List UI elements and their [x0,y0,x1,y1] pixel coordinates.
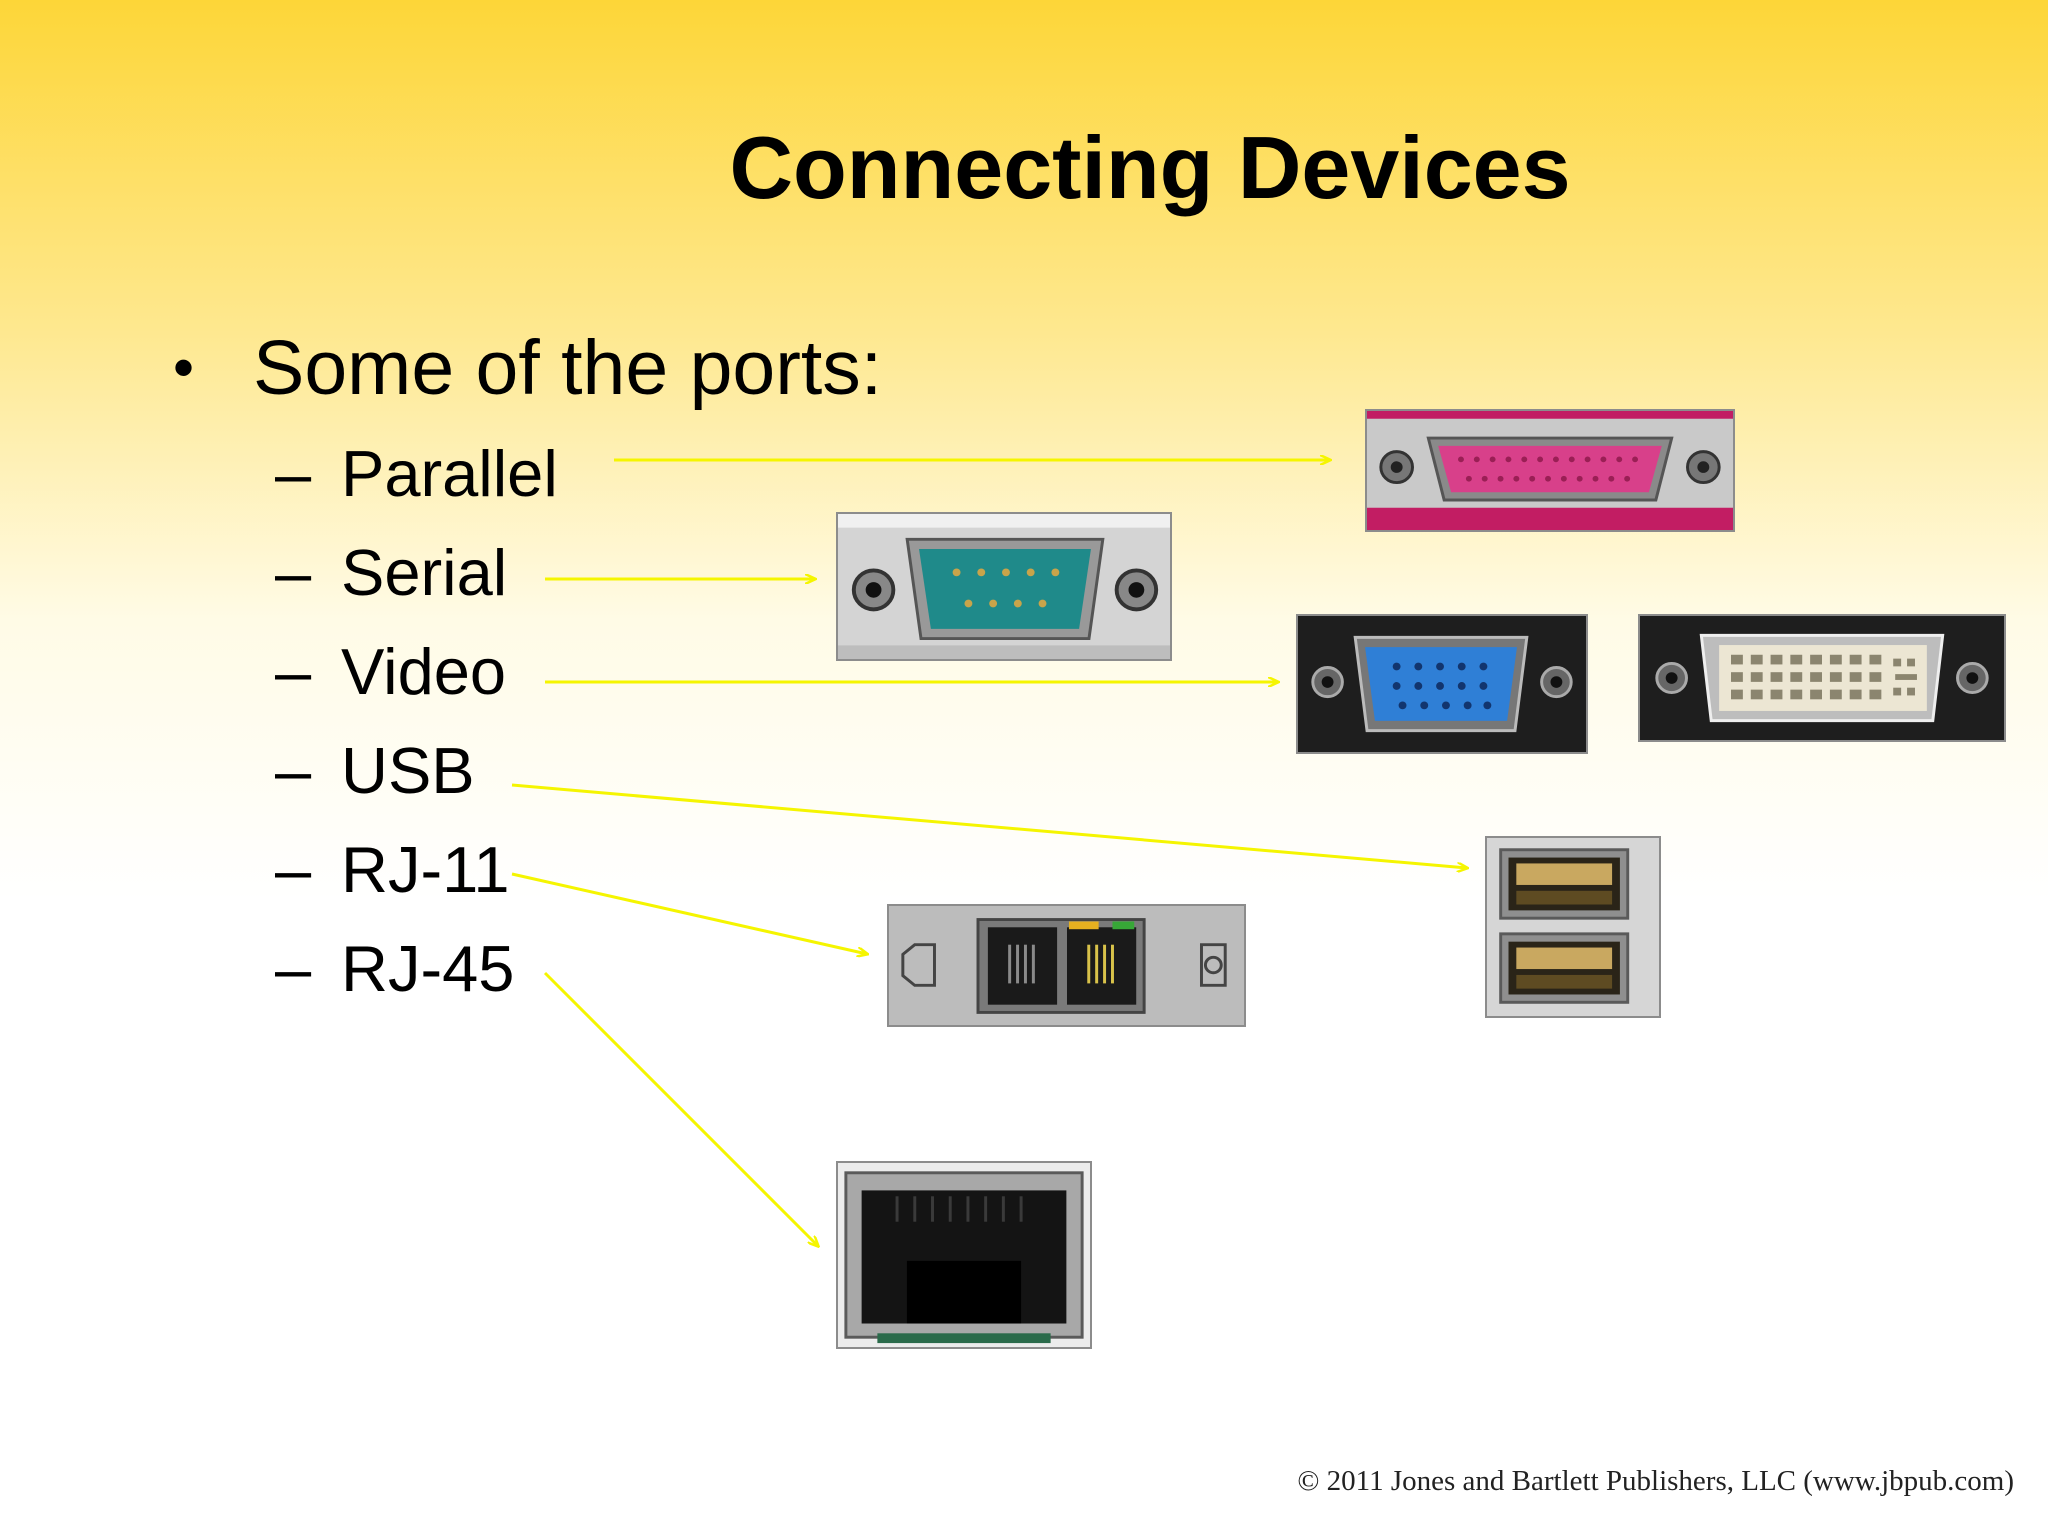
rj45-port-image [836,1161,1092,1349]
dash-marker: – [275,734,312,807]
sub-item-label: RJ-45 [341,932,515,1005]
sub-item-video: – Video [275,632,506,712]
sub-item-rj45: – RJ-45 [275,929,514,1009]
rj45-arrow [543,971,818,1246]
sub-item-rj11: – RJ-11 [275,830,510,910]
vga-port-image [1296,614,1588,754]
rj11-arrow [511,872,867,954]
dash-marker: – [275,635,312,708]
sub-item-label: RJ-11 [341,833,510,906]
sub-item-label: USB [341,734,475,807]
bullet-marker: • [173,334,195,401]
sub-item-label: Serial [341,536,508,609]
parallel-port-image [1365,409,1735,532]
sub-item-serial: – Serial [275,533,507,613]
slide-title: Connecting Devices [729,118,1571,217]
dash-marker: – [275,833,312,906]
sub-item-parallel: – Parallel [275,434,558,514]
usb-port-image [1485,836,1661,1018]
rj11-port-image [887,904,1246,1027]
dvi-port-image [1638,614,2006,742]
dash-marker: – [275,932,312,1005]
usb-arrow [511,783,1467,868]
sub-item-label: Parallel [341,437,558,510]
sub-item-label: Video [341,635,507,708]
copyright-footer: © 2011 Jones and Bartlett Publishers, LL… [1297,1465,2014,1497]
serial-port-image [836,512,1172,661]
bullet-text: Some of the ports: [253,325,883,411]
bullet-item: • Some of the ports: [173,322,882,414]
sub-item-usb: – USB [275,731,475,811]
dash-marker: – [275,536,312,609]
dash-marker: – [275,437,312,510]
